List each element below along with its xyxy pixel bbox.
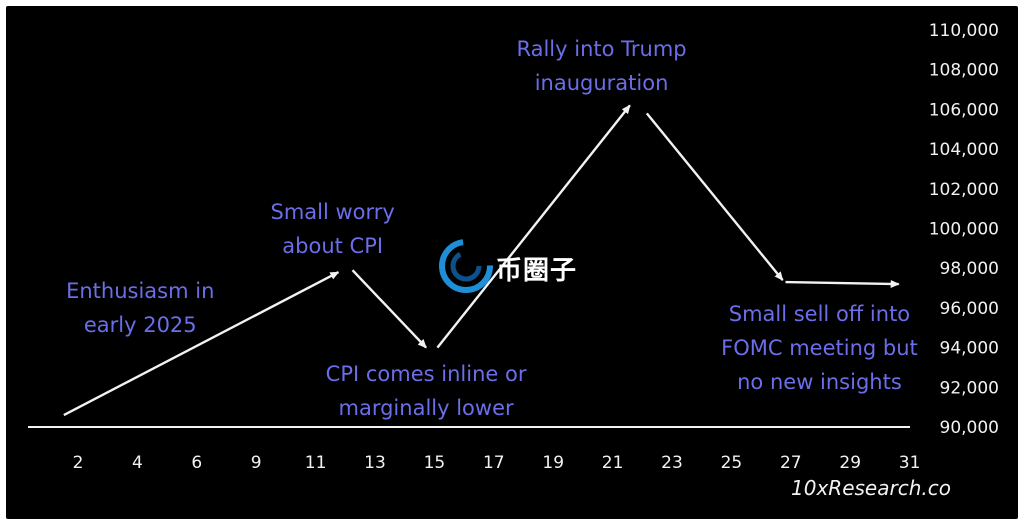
trend-arrow [645, 112, 784, 281]
x-tick-label: 21 [602, 453, 624, 473]
y-tick-label: 104,000 [929, 140, 999, 160]
watermark-text: 币圈子 [496, 256, 578, 286]
x-tick-label: 25 [721, 453, 743, 473]
y-tick-label: 108,000 [929, 61, 999, 81]
x-tick-label: 17 [483, 453, 505, 473]
trend-arrow [436, 104, 631, 349]
coin-logo-icon [439, 239, 493, 293]
y-tick-label: 94,000 [940, 339, 999, 359]
x-tick-label: 15 [424, 453, 446, 473]
x-tick-label: 31 [899, 453, 921, 473]
x-tick-label: 23 [661, 453, 683, 473]
y-tick-label: 98,000 [940, 259, 999, 279]
x-tick-label: 4 [132, 453, 143, 473]
x-tick-label: 29 [839, 453, 861, 473]
annotation-label: Small sell off into FOMC meeting but no … [721, 301, 918, 394]
annotation-label: CPI comes inline or marginally lower [325, 362, 527, 421]
x-tick-labels: 2 4 6 9 11 13 15 17 19 21 23 25 27 29 31 [73, 453, 921, 473]
price-path [63, 104, 900, 417]
y-tick-label: 92,000 [940, 378, 999, 398]
x-tick-label: 19 [542, 453, 564, 473]
y-tick-label: 110,000 [929, 21, 999, 41]
annotation-label: Small worry about CPI [270, 199, 395, 258]
y-tick-label: 106,000 [929, 100, 999, 120]
y-tick-label: 90,000 [940, 418, 999, 438]
annotation-label: Rally into Trump inauguration [516, 36, 687, 95]
y-tick-label: 96,000 [940, 299, 999, 319]
y-tick-label: 100,000 [929, 220, 999, 240]
trend-arrow [63, 271, 340, 417]
x-tick-label: 11 [305, 453, 327, 473]
x-tick-label: 13 [364, 453, 386, 473]
x-tick-label: 27 [780, 453, 802, 473]
x-tick-label: 2 [73, 453, 84, 473]
x-tick-label: 9 [251, 453, 262, 473]
y-tick-labels: 90,000 92,000 94,000 96,000 98,000 100,000 102… [929, 21, 999, 438]
y-tick-label: 102,000 [929, 180, 999, 200]
source-credit: 10xResearch.co [791, 476, 951, 500]
trend-arrow [351, 269, 427, 349]
annotation-label: Enthusiasm in early 2025 [66, 278, 215, 337]
trend-arrow [785, 279, 900, 288]
x-tick-label: 6 [191, 453, 202, 473]
